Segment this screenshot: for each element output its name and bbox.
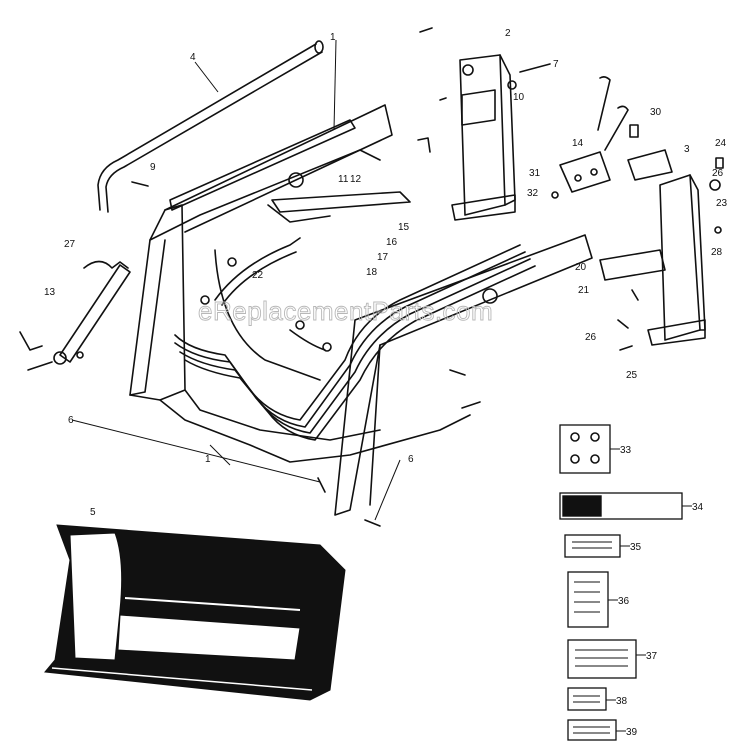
callout-28: 28: [711, 247, 723, 258]
callout-11: 11: [338, 174, 349, 185]
callout-5: 5: [90, 507, 96, 518]
callout-3: 3: [684, 144, 690, 155]
callout-1: 1: [205, 454, 211, 465]
callout-6-right: 6: [408, 454, 414, 465]
callout-37: 37: [646, 651, 658, 662]
callout-27: 27: [64, 239, 76, 250]
decal-35: [564, 534, 621, 558]
callout-16: 16: [386, 237, 398, 248]
decal-37: [567, 639, 637, 679]
part-right-frame-arm: [334, 234, 593, 516]
callout-22: 22: [252, 270, 264, 281]
decal-38: [567, 687, 607, 711]
callout-23: 23: [716, 198, 728, 209]
callout-17: 17: [377, 252, 389, 263]
callout-15: 15: [398, 222, 410, 233]
hydraulic-hoses: [174, 237, 536, 441]
callout-34: 34: [692, 502, 704, 513]
callout-9: 9: [150, 162, 156, 173]
part-2-upright-post: [417, 27, 516, 221]
callout-2: 2: [505, 28, 511, 39]
callout-14: 14: [572, 138, 584, 149]
callout-10: 10: [513, 92, 525, 103]
decal-33: [559, 424, 611, 474]
callout-18: 18: [366, 267, 378, 278]
callout-12: 12: [350, 174, 362, 185]
part-3-upright-post: [599, 149, 706, 346]
decal-34-logo: H▼PA: [610, 498, 661, 517]
decals: H▼PA: [559, 424, 692, 741]
callout-30: 30: [650, 107, 662, 118]
callout-26-top: 26: [712, 168, 724, 179]
part-13-27-cylinder: [19, 260, 131, 371]
callout-33: 33: [620, 445, 632, 456]
callout-32: 32: [527, 188, 539, 199]
part-5-bucket: [44, 524, 346, 701]
watermark: eReplacementParts.com: [198, 296, 493, 326]
callout-21: 21: [578, 285, 590, 296]
callout-13: 13: [44, 287, 56, 298]
callout-36: 36: [618, 596, 630, 607]
decal-39: [567, 719, 617, 741]
callout-7: 7: [553, 59, 559, 70]
part-14-control-valve: [559, 76, 629, 193]
callout-38: 38: [616, 696, 628, 707]
part-1-main-frame: [129, 149, 471, 463]
callout-6-left: 6: [68, 415, 74, 426]
upper-boom-arm: [164, 39, 393, 233]
callout-25: 25: [626, 370, 638, 381]
callout-4: 4: [190, 52, 196, 63]
part-4-upper-tube: [97, 40, 324, 213]
callout-26: 26: [585, 332, 597, 343]
part-11-12-cylinder: [267, 172, 411, 223]
callout-35: 35: [630, 542, 642, 553]
leader-lines: [71, 419, 401, 521]
decal-36: [567, 571, 609, 628]
callout-1-top: 1: [330, 32, 336, 43]
callout-numbers: 4 1 2 7 10 30 14 3 24 23 31 32 9 11 12 1…: [44, 28, 728, 738]
callout-31: 31: [529, 168, 541, 179]
hardware: [131, 63, 724, 527]
callout-24: 24: [715, 138, 727, 149]
callout-39: 39: [626, 727, 638, 738]
callout-20: 20: [575, 262, 587, 273]
